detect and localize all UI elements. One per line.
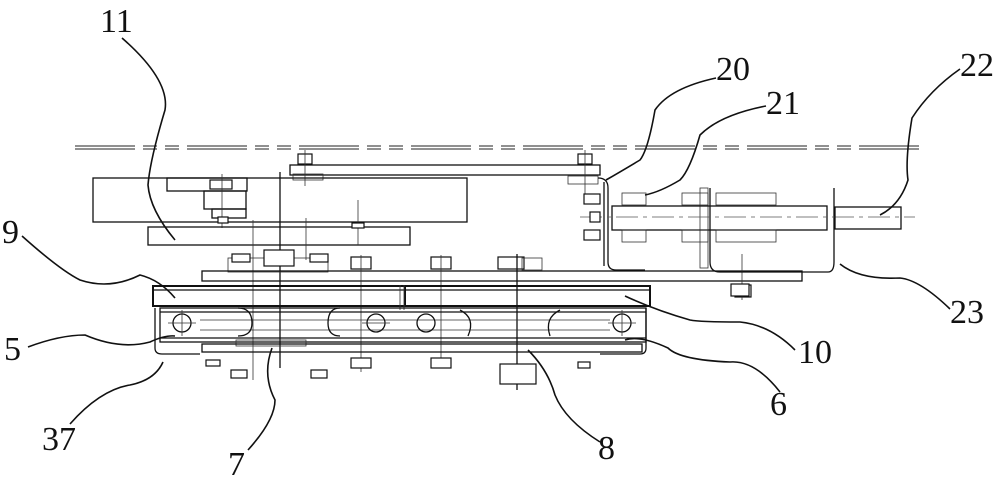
label-11: 11 [100, 3, 133, 40]
upper-housing [92, 172, 468, 380]
right-brackets [580, 177, 915, 297]
label-22: 22 [960, 47, 994, 84]
roller-channel [159, 307, 647, 347]
label-20: 20 [716, 51, 750, 88]
label-9: 9 [2, 214, 19, 251]
reference-labels: 11 9 5 37 7 8 6 10 23 22 21 20 [2, 3, 994, 482]
base-plate [201, 270, 803, 282]
label-21: 21 [766, 85, 800, 122]
label-8: 8 [598, 430, 615, 467]
label-23: 23 [950, 294, 984, 331]
label-7: 7 [228, 446, 245, 482]
nut-cluster [227, 249, 329, 273]
upper-arm [289, 150, 601, 196]
reference-rail-dashed [75, 145, 920, 150]
frame-left-9 [152, 285, 406, 307]
label-37: 37 [42, 421, 76, 458]
label-5: 5 [4, 331, 21, 368]
top-bolts [350, 254, 752, 390]
label-10: 10 [798, 334, 832, 371]
label-6: 6 [770, 386, 787, 423]
frame-right-10 [399, 285, 651, 310]
lower-plate [154, 308, 647, 385]
leader-lines [21, 37, 961, 451]
